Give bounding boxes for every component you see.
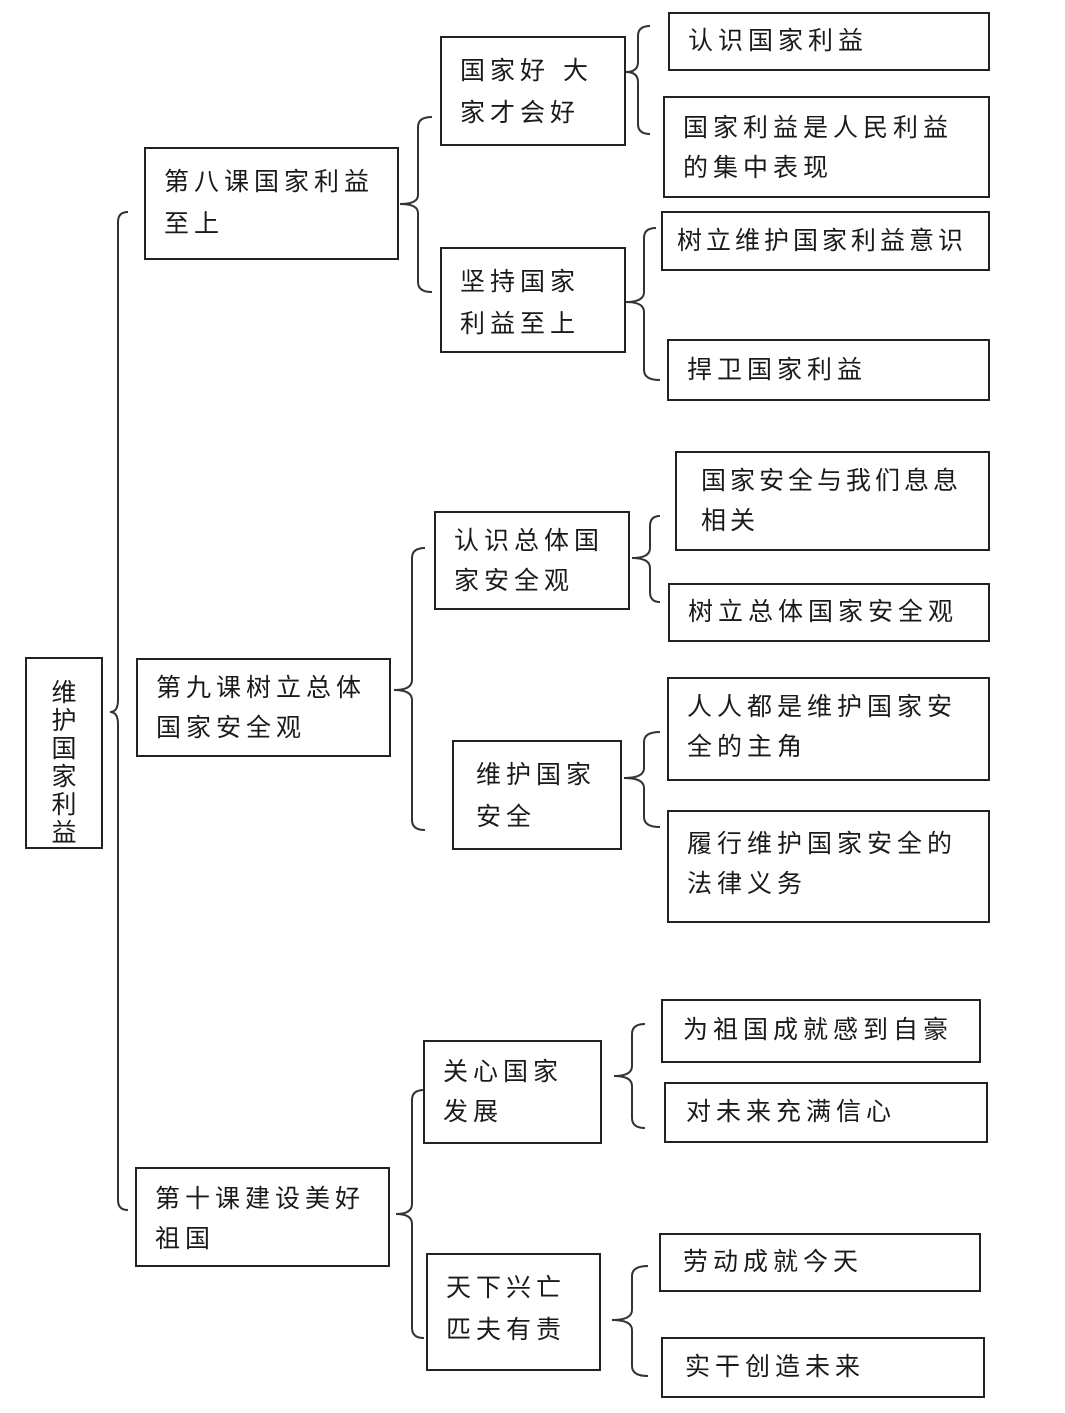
section-1-brace [625, 25, 651, 135]
point-2-text: 国家利益是人民利益的集中表现 [683, 113, 954, 182]
point-7-box: 人人都是维护国家安全的主角 [667, 677, 990, 781]
point-11-box: 劳动成就今天 [659, 1233, 981, 1292]
point-8-box: 履行维护国家安全的法律义务 [667, 810, 990, 923]
lesson-8-title: 第八课国家利益至上 [164, 167, 375, 238]
section-5-brace [613, 1023, 646, 1129]
point-5-text: 国家安全与我们息息相关 [701, 466, 963, 535]
root-brace [109, 211, 129, 1211]
point-8-text: 履行维护国家安全的法律义务 [687, 829, 958, 898]
point-3-box: 树立维护国家利益意识 [661, 211, 990, 271]
point-11-text: 劳动成就今天 [683, 1247, 864, 1276]
point-7-text: 人人都是维护国家安全的主角 [687, 692, 958, 761]
point-6-box: 树立总体国家安全观 [668, 583, 990, 642]
section-6-box: 天下兴亡匹夫有责 [426, 1253, 601, 1371]
section-5-box: 关心国家发展 [423, 1040, 602, 1144]
lesson-10-brace [395, 1089, 425, 1339]
point-4-text: 捍卫国家利益 [687, 355, 868, 384]
point-3-text: 树立维护国家利益意识 [677, 226, 968, 255]
root-topic: 维护国家利益 [25, 657, 103, 849]
section-2-box: 坚持国家利益至上 [440, 247, 626, 353]
lesson-9-brace [393, 547, 426, 831]
point-9-box: 为祖国成就感到自豪 [661, 999, 981, 1063]
point-12-box: 实干创造未来 [661, 1337, 985, 1398]
lesson-9-title: 第九课树立总体国家安全观 [156, 673, 367, 742]
section-2-brace [625, 227, 661, 381]
point-9-text: 为祖国成就感到自豪 [683, 1015, 954, 1044]
section-2-title: 坚持国家利益至上 [460, 267, 581, 338]
lesson-10-box: 第十课建设美好祖国 [135, 1167, 390, 1267]
point-12-text: 实干创造未来 [685, 1352, 866, 1381]
section-5-title: 关心国家发展 [443, 1057, 564, 1126]
point-4-box: 捍卫国家利益 [667, 339, 990, 401]
point-1-text: 认识国家利益 [688, 26, 869, 55]
point-6-text: 树立总体国家安全观 [688, 597, 959, 626]
section-3-brace [631, 515, 661, 603]
lesson-9-box: 第九课树立总体国家安全观 [136, 658, 391, 757]
point-1-box: 认识国家利益 [668, 12, 990, 71]
lesson-8-box: 第八课国家利益至上 [144, 147, 399, 260]
lesson-8-brace [399, 116, 433, 293]
section-4-brace [623, 731, 661, 828]
section-1-title: 国家好 大家才会好 [460, 56, 593, 127]
section-6-brace [611, 1265, 649, 1377]
section-3-box: 认识总体国家安全观 [434, 511, 630, 610]
point-5-box: 国家安全与我们息息相关 [675, 451, 990, 551]
lesson-10-title: 第十课建设美好祖国 [155, 1184, 366, 1253]
section-3-title: 认识总体国家安全观 [454, 526, 605, 595]
section-1-box: 国家好 大家才会好 [440, 36, 626, 146]
point-2-box: 国家利益是人民利益的集中表现 [663, 96, 990, 198]
point-10-text: 对未来充满信心 [686, 1097, 897, 1126]
point-10-box: 对未来充满信心 [664, 1082, 988, 1143]
section-6-title: 天下兴亡匹夫有责 [446, 1273, 567, 1344]
root-topic-label: 维护国家利益 [51, 678, 77, 847]
section-4-box: 维护国家安全 [452, 740, 622, 850]
section-4-title: 维护国家安全 [476, 760, 597, 831]
